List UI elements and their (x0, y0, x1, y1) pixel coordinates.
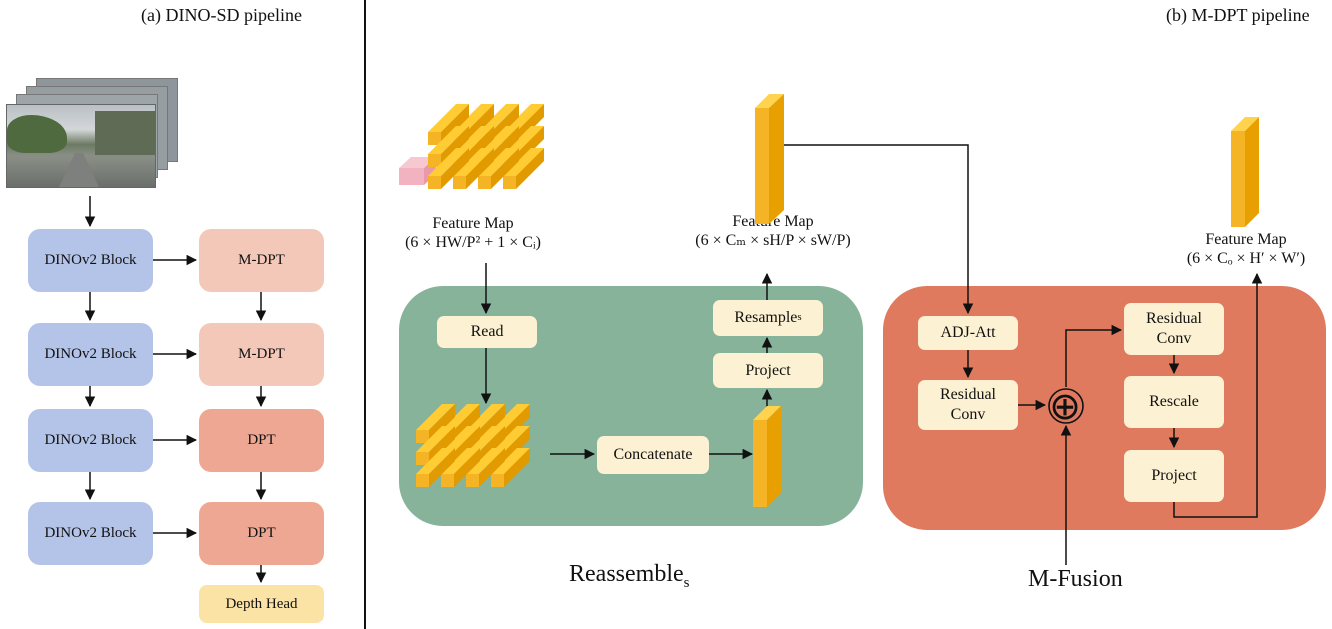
mdpt-block-1: M-DPT (199, 229, 324, 292)
token-bar-face (416, 448, 455, 474)
token-bar-face (441, 426, 480, 452)
sum-circle (1048, 388, 1084, 424)
token-bar-face (428, 104, 469, 132)
token-bar-face (466, 474, 479, 487)
input-feature-map-label: Feature Map (6 × HW/P² + 1 × Cᵢ) (393, 214, 553, 252)
token-bar-face (428, 132, 441, 145)
reassemble-caption-text: Reassemble (569, 561, 684, 587)
token-bar-face (491, 426, 530, 452)
reassembled-feature-map-title: Feature Map (732, 213, 814, 230)
token-bar-face (453, 126, 494, 154)
resample-subscript: s (797, 311, 802, 324)
feature-slab-reassembled (755, 94, 784, 224)
token-bar-face (454, 448, 480, 487)
right-panel-title: (b) M-DPT pipeline (1166, 5, 1310, 25)
token-bar-face (466, 148, 494, 189)
dpt-block-2: DPT (199, 502, 324, 565)
street-photo (6, 104, 156, 188)
token-bar-face (503, 104, 544, 132)
concatenate-box: Concatenate (597, 436, 709, 474)
arrow-sum-to-resconv-right (1065, 324, 1123, 387)
right-pipeline-arrows (480, 144, 1263, 565)
token-bar-face (478, 104, 519, 132)
mdpt-block-2: M-DPT (199, 323, 324, 386)
token-bar-face (491, 474, 504, 487)
token-bar-face (466, 448, 505, 474)
token-bar-face (416, 404, 455, 430)
adj-att-box: ADJ-Att (918, 316, 1018, 350)
depth-head: Depth Head (199, 585, 324, 623)
dinov2-block-3: DINOv2 Block (28, 409, 153, 472)
reassemble-caption: Reassembles (569, 561, 689, 592)
token-bar-face (441, 404, 480, 430)
resample-label: Resample (734, 309, 798, 326)
token-bar-face (478, 126, 519, 154)
output-feature-map-dims: (6 × Cₒ × H′ × W′) (1186, 250, 1306, 268)
token-bar-face (503, 176, 516, 189)
token-bar-face (466, 426, 505, 452)
token-bar-face (478, 176, 491, 189)
token-bar-face (441, 448, 480, 474)
reassembled-feature-map-label: Feature Map (6 × Cₘ × sH/P × sW/P) (688, 212, 858, 250)
token-bar-face (479, 448, 505, 487)
read-box: Read (437, 316, 537, 348)
feature-slab-fused-output (1231, 117, 1259, 227)
token-bar-face (441, 474, 454, 487)
token-bar-face (428, 176, 441, 189)
token-bar-face (491, 404, 530, 430)
token-bar-face (428, 148, 469, 176)
token-bar-face (503, 148, 544, 176)
token-bar-face (478, 148, 519, 176)
token-bar-face (453, 104, 494, 132)
input-feature-map-title: Feature Map (432, 215, 514, 232)
token-bar-face (491, 148, 519, 189)
input-feature-map-dims: (6 × HW/P² + 1 × Cᵢ) (405, 234, 541, 252)
output-feature-map-label: Feature Map (6 × Cₒ × H′ × W′) (1163, 230, 1329, 268)
camera-images-stack (0, 70, 185, 195)
token-bar-face (466, 404, 505, 430)
token-bar-face (416, 430, 429, 443)
fusion-project-box: Project (1124, 450, 1224, 502)
arrow-project-to-output (1173, 272, 1263, 518)
token-bar-face (453, 176, 466, 189)
token-bar-face (428, 154, 441, 167)
reassembled-feature-map-dims: (6 × Cₘ × sH/P × sW/P) (695, 232, 851, 250)
left-pipeline-arrows (84, 196, 267, 584)
token-bar-face (428, 126, 469, 154)
token-bar-face (416, 452, 429, 465)
token-grid-input (428, 104, 544, 189)
token-bar-face (503, 126, 544, 154)
dinov2-block-2: DINOv2 Block (28, 323, 153, 386)
residual-conv-left-box: Residual Conv (918, 380, 1018, 430)
dinov2-block-4: DINOv2 Block (28, 502, 153, 565)
feature-slab-concatenated (753, 406, 781, 507)
token-bar-face (491, 448, 530, 474)
token-bar-face (429, 448, 455, 487)
token-bar-face (441, 148, 469, 189)
dpt-block-1: DPT (199, 409, 324, 472)
token-bar-face (416, 426, 455, 452)
output-feature-map-title: Feature Map (1205, 231, 1287, 248)
token-bar-face (504, 448, 530, 487)
token-bar-face (453, 148, 494, 176)
residual-conv-right-box: Residual Conv (1124, 303, 1224, 355)
m-fusion-caption: M-Fusion (1028, 566, 1123, 592)
token-bar-face (516, 148, 544, 189)
reassemble-caption-subscript: s (683, 574, 690, 591)
panel-separator (364, 0, 366, 629)
project-box: Project (713, 353, 823, 388)
left-panel-title: (a) DINO-SD pipeline (141, 5, 302, 25)
dinov2-block-1: DINOv2 Block (28, 229, 153, 292)
arrow-featuremap-to-adjatt (784, 144, 974, 315)
token-grid-read (416, 404, 530, 487)
rescale-box: Rescale (1124, 376, 1224, 428)
token-bar-face (416, 474, 429, 487)
